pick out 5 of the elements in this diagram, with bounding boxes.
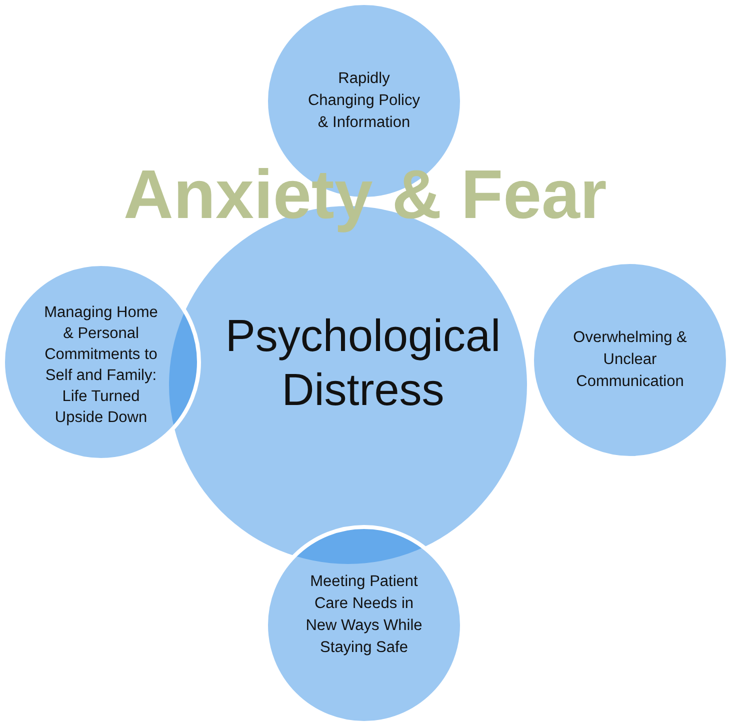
topic-label: Rapidly Changing Policy & Information (308, 69, 420, 133)
topic-label: Overwhelming & Unclear Communication (572, 328, 688, 392)
topic-label: Managing Home & Personal Commitments to Self and Family: Life Turned Upside Down (43, 303, 159, 428)
central-label: Psychological Distress (224, 309, 502, 417)
topic-label: Meeting Patient Care Needs in New Ways While Staying Safe (304, 572, 424, 658)
